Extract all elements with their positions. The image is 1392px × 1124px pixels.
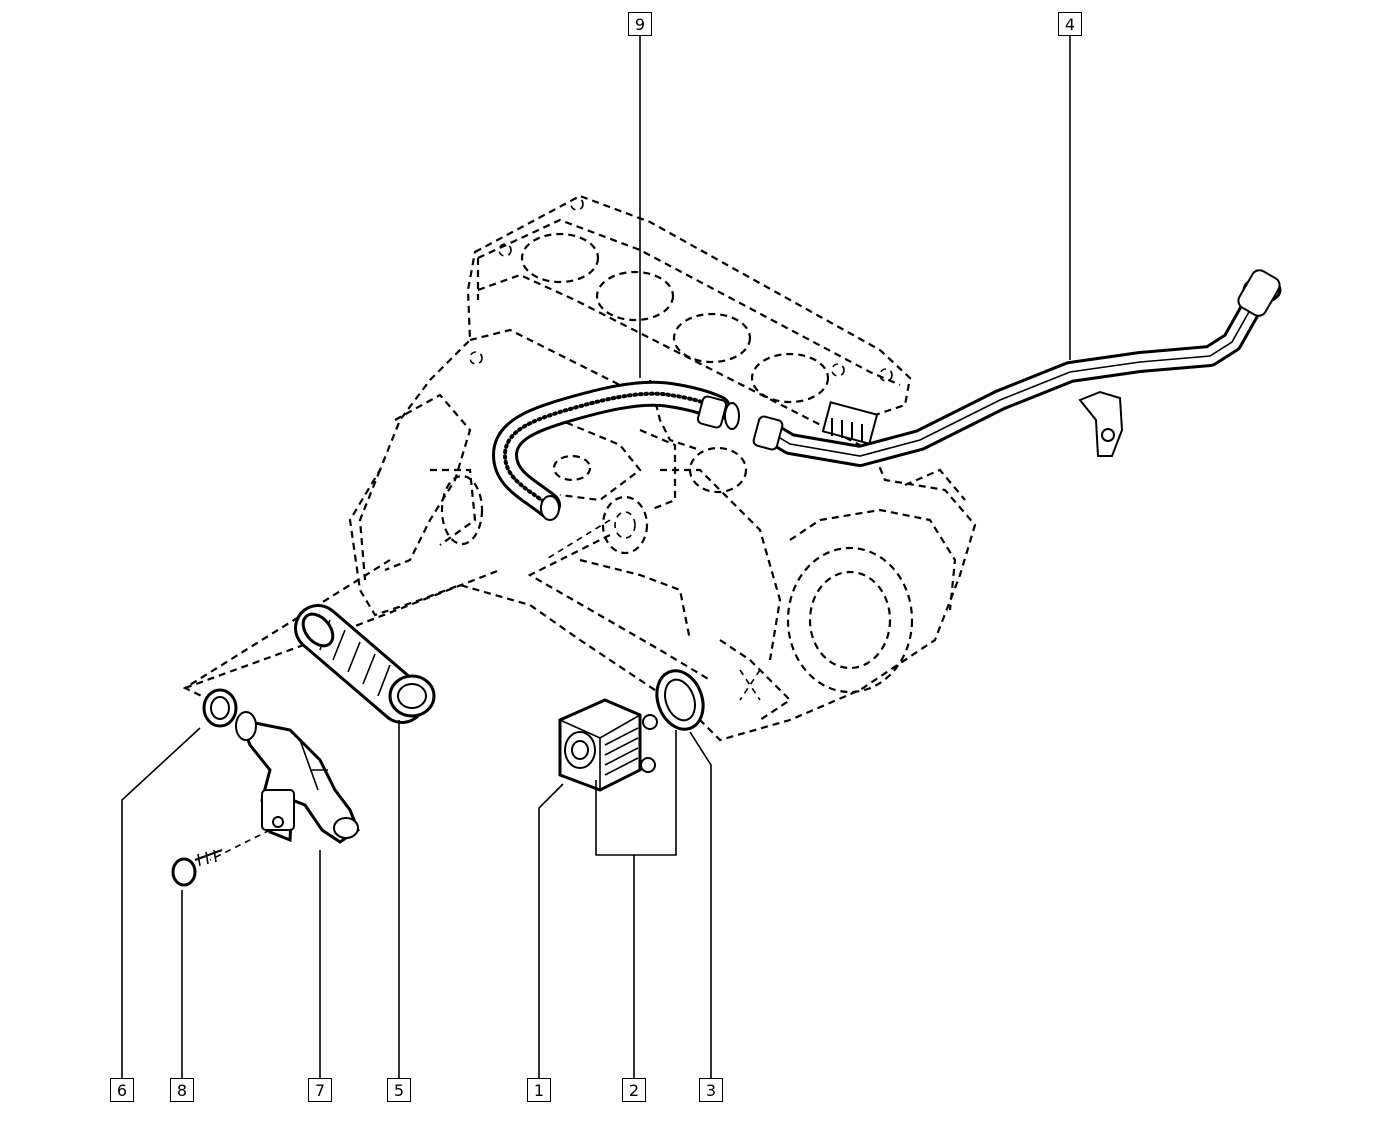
engine-block-outline [348, 194, 977, 742]
callout-3: 3 [699, 1078, 723, 1102]
callout-5: 5 [387, 1078, 411, 1102]
alignment-lines [182, 519, 711, 861]
callout-4: 4 [1058, 12, 1082, 36]
leader-3 [689, 731, 712, 1078]
part-8-bolt [171, 849, 223, 887]
part-5-connector-hose [294, 604, 436, 724]
callout-8: 8 [170, 1078, 194, 1102]
leader-6 [121, 727, 201, 1078]
leader-lines [121, 36, 1071, 1078]
part-4-coolant-pipe [752, 269, 1282, 467]
callout-7: 7 [308, 1078, 332, 1102]
leader-1 [538, 783, 564, 1078]
part-6-o-ring [202, 688, 238, 728]
callout-2: 2 [622, 1078, 646, 1102]
part-7-outlet-housing [235, 711, 360, 844]
part-1-oil-cooler [558, 698, 658, 792]
part-9-coolant-hose [492, 380, 740, 521]
callout-6: 6 [110, 1078, 134, 1102]
leader-2 [595, 730, 677, 1078]
part-3-seal-ring [655, 669, 705, 731]
callout-9: 9 [628, 12, 652, 36]
callout-1: 1 [527, 1078, 551, 1102]
